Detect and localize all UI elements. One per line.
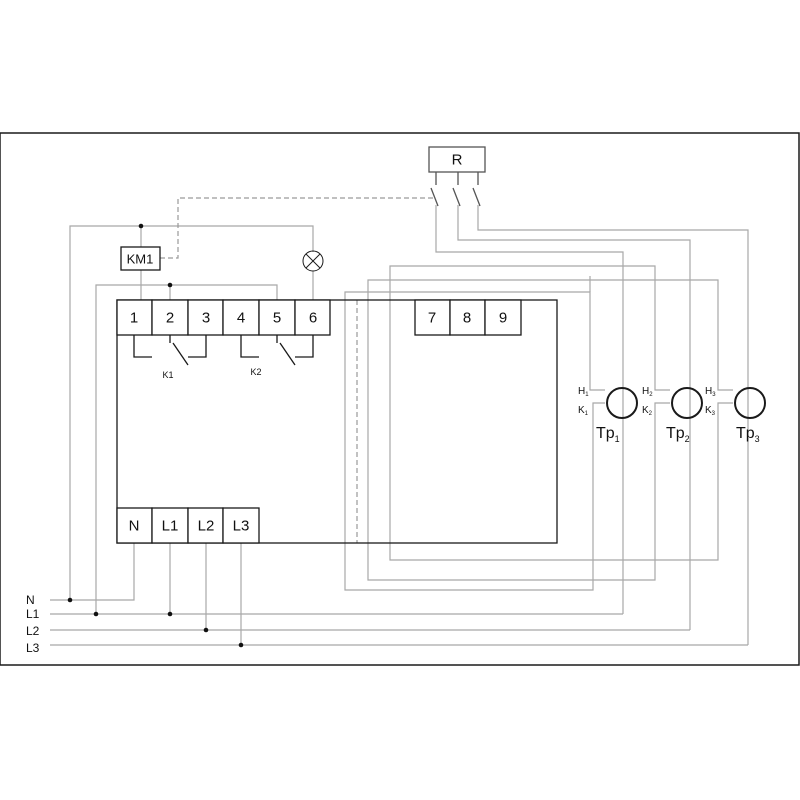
lamp-icon: [302, 250, 324, 272]
sensor-tp2: H2 K2 Tp2: [642, 386, 703, 444]
sensor-tp2-k-label: K: [642, 405, 649, 416]
svg-text:H3: H3: [705, 386, 716, 398]
relay-km1-label: KM1: [127, 252, 154, 267]
relay-body: [116, 299, 558, 544]
sensor-tp2-label: Tp: [666, 425, 685, 442]
sensor-tp1-label: Tp: [596, 425, 615, 442]
line-n-label: N: [26, 593, 35, 607]
terminal-6-label: 6: [309, 310, 317, 327]
svg-text:K1: K1: [578, 405, 589, 417]
svg-text:Tp2: Tp2: [666, 425, 690, 444]
contact-k1: K1: [133, 335, 207, 380]
terminal-2-label: 2: [166, 310, 174, 327]
terminal-n-label: N: [129, 518, 140, 535]
line-l1-label: L1: [26, 607, 40, 621]
sensor-tp1: H1 K1 Tp1: [578, 386, 638, 444]
supply-line-labels: N L1 L2 L3: [26, 593, 40, 655]
svg-text:Tp3: Tp3: [736, 425, 760, 444]
svg-text:K3: K3: [705, 405, 716, 417]
upper-terminal-block: 1 2 3 4 5 6: [116, 299, 331, 336]
contact-k2-label: K2: [250, 367, 261, 377]
svg-text:H2: H2: [642, 386, 653, 398]
sensor-terminal-block: 7 8 9: [414, 299, 522, 336]
terminal-1-label: 1: [130, 310, 138, 327]
svg-text:Tp1: Tp1: [596, 425, 620, 444]
terminal-l1-label: L1: [162, 518, 179, 535]
diagram-frame: [0, 132, 800, 666]
sensor-tp3-h-label: H: [705, 386, 712, 397]
contact-k1-label: K1: [162, 370, 173, 380]
terminal-9-label: 9: [499, 310, 507, 327]
terminal-l2-label: L2: [198, 518, 215, 535]
sensor-tp3-k-label: K: [705, 405, 712, 416]
timer-r-label: R: [452, 152, 463, 169]
terminal-4-label: 4: [237, 310, 245, 327]
terminal-7-label: 7: [428, 310, 436, 327]
sensor-tp3-label: Tp: [736, 425, 755, 442]
line-l3-label: L3: [26, 641, 40, 655]
junction-dots: [67, 223, 244, 648]
lower-terminal-block: N L1 L2 L3: [116, 507, 260, 544]
sensor-tp2-h-label: H: [642, 386, 649, 397]
timer-r: R: [428, 146, 486, 207]
terminal-l3-label: L3: [233, 518, 250, 535]
terminal-8-label: 8: [463, 310, 471, 327]
line-l2-label: L2: [26, 624, 40, 638]
svg-text:H1: H1: [578, 386, 589, 398]
svg-text:K2: K2: [642, 405, 653, 417]
sensor-tp1-h-label: H: [578, 386, 585, 397]
wiring: [50, 197, 749, 646]
terminal-5-label: 5: [273, 310, 281, 327]
contact-k2: K2: [240, 335, 314, 377]
sensor-tp3: H3 K3 Tp3: [705, 386, 766, 444]
relay-km1: KM1: [120, 246, 161, 271]
terminal-3-label: 3: [202, 310, 210, 327]
sensor-tp1-k-label: K: [578, 405, 585, 416]
